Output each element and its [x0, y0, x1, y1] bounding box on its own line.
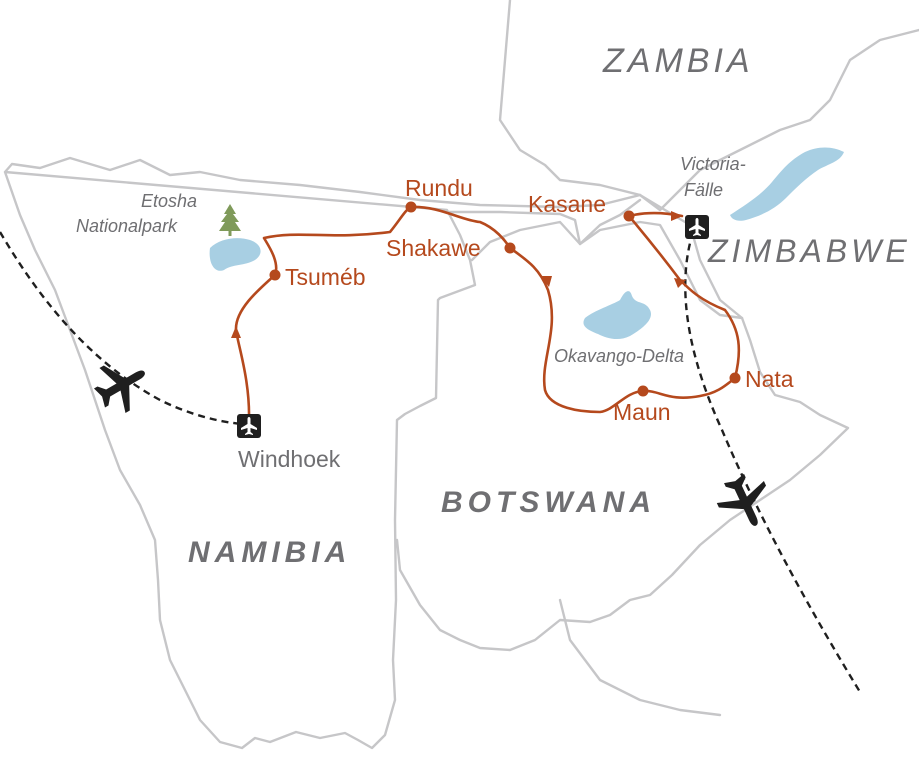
stop-dot-nata — [729, 372, 741, 384]
route-tsumeb-rundu — [262, 205, 413, 277]
victoria-label-line1: Victoria- — [680, 154, 746, 174]
airplane-icon — [93, 365, 145, 414]
okavango-label: Okavango-Delta — [554, 346, 684, 366]
country-label-namibia: NAMIBIA — [188, 536, 351, 569]
route-rundu-shakawe — [409, 205, 512, 250]
stop-dot-maun — [637, 385, 649, 397]
stop-label-rundu: Rundu — [405, 175, 473, 201]
stop-label-shakawe: Shakawe — [386, 235, 481, 261]
victoria-label-line2: Fälle — [684, 180, 723, 200]
travel-route — [231, 201, 741, 422]
zambia-border — [498, 0, 919, 212]
stop-dot-shakawe — [504, 242, 516, 254]
airport-icon — [237, 414, 261, 438]
lake-kariba — [730, 147, 844, 221]
airport-icon — [685, 215, 709, 239]
route-maun-nata — [641, 376, 737, 399]
stop-dot-tsumeb — [269, 269, 281, 281]
stop-dot-rundu — [405, 201, 417, 213]
stop-label-kasane: Kasane — [528, 191, 606, 217]
route-arrow — [671, 211, 683, 221]
stop-label-maun: Maun — [613, 399, 671, 425]
route-nata-kasane — [627, 214, 741, 380]
caprivi-border — [445, 198, 642, 246]
flight-paths — [0, 231, 862, 693]
botswana-border — [395, 220, 850, 652]
country-label-botswana: BOTSWANA — [441, 486, 656, 519]
namibia-border — [3, 156, 642, 750]
etosha-pan — [209, 238, 261, 271]
stop-label-tsumeb: Tsuméb — [285, 264, 366, 290]
stop-label-nata: Nata — [745, 366, 794, 392]
route-arrow — [674, 278, 686, 288]
flight-path-east — [684, 231, 862, 693]
water-bodies — [209, 147, 844, 340]
okavango-delta-water — [583, 291, 651, 340]
route-windhoek-tsumeb — [234, 273, 277, 422]
country-label-zimbabwe: ZIMBABWE — [707, 233, 911, 269]
airport-label-windhoek: Windhoek — [238, 446, 341, 472]
route-arrow — [231, 326, 241, 338]
south-border — [558, 598, 722, 717]
airplane-icon — [716, 473, 767, 526]
route-arrow — [540, 276, 552, 287]
etosha-label-line1: Etosha — [141, 191, 197, 211]
country-label-zambia: ZAMBIA — [602, 42, 754, 80]
stop-dot-kasane — [623, 210, 635, 222]
tree-icon — [219, 204, 241, 236]
flight-path-west — [0, 231, 243, 426]
etosha-label-line2: Nationalpark — [76, 216, 178, 236]
